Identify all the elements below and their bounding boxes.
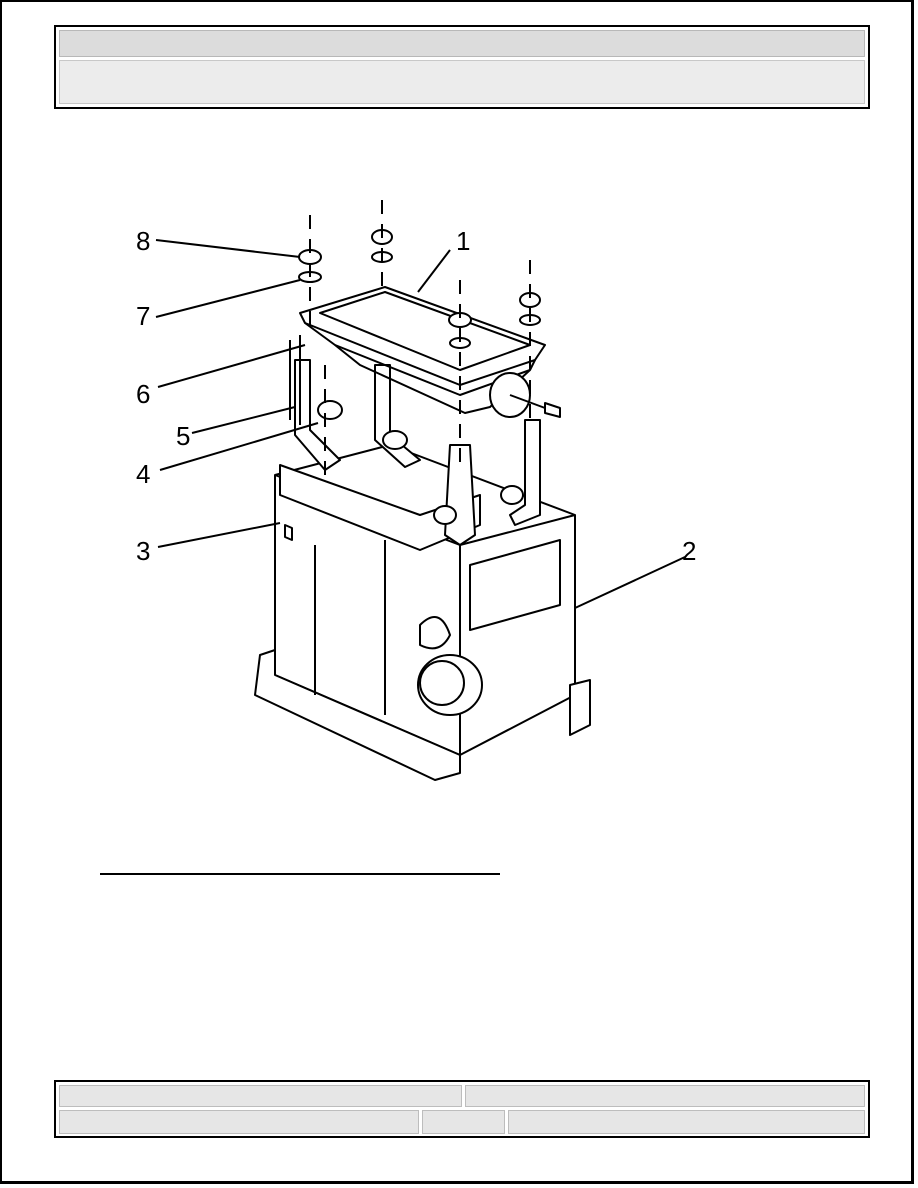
callout-4: 4 xyxy=(136,459,150,489)
footer-cell-left-top xyxy=(59,1085,462,1107)
callout-1: 1 xyxy=(456,226,470,256)
page-footer xyxy=(54,1080,870,1138)
callout-2: 2 xyxy=(682,536,696,566)
callout-7: 7 xyxy=(136,301,150,331)
component-illustration: 1 2 3 4 5 6 7 8 xyxy=(120,195,720,795)
exploded-view-drawing: 1 2 3 4 5 6 7 8 xyxy=(136,200,696,781)
footer-cell-right-top xyxy=(465,1085,865,1107)
header-subtitle-bar xyxy=(59,60,865,104)
callout-6: 6 xyxy=(136,379,150,409)
header-title-bar xyxy=(59,30,865,57)
section-divider xyxy=(100,873,500,875)
page-header xyxy=(54,25,870,109)
callout-5: 5 xyxy=(176,421,190,451)
callout-8: 8 xyxy=(136,226,150,256)
footer-cell-middle-bottom xyxy=(422,1110,505,1134)
footer-cell-left-bottom xyxy=(59,1110,419,1134)
footer-cell-right-bottom xyxy=(508,1110,865,1134)
callout-3: 3 xyxy=(136,536,150,566)
